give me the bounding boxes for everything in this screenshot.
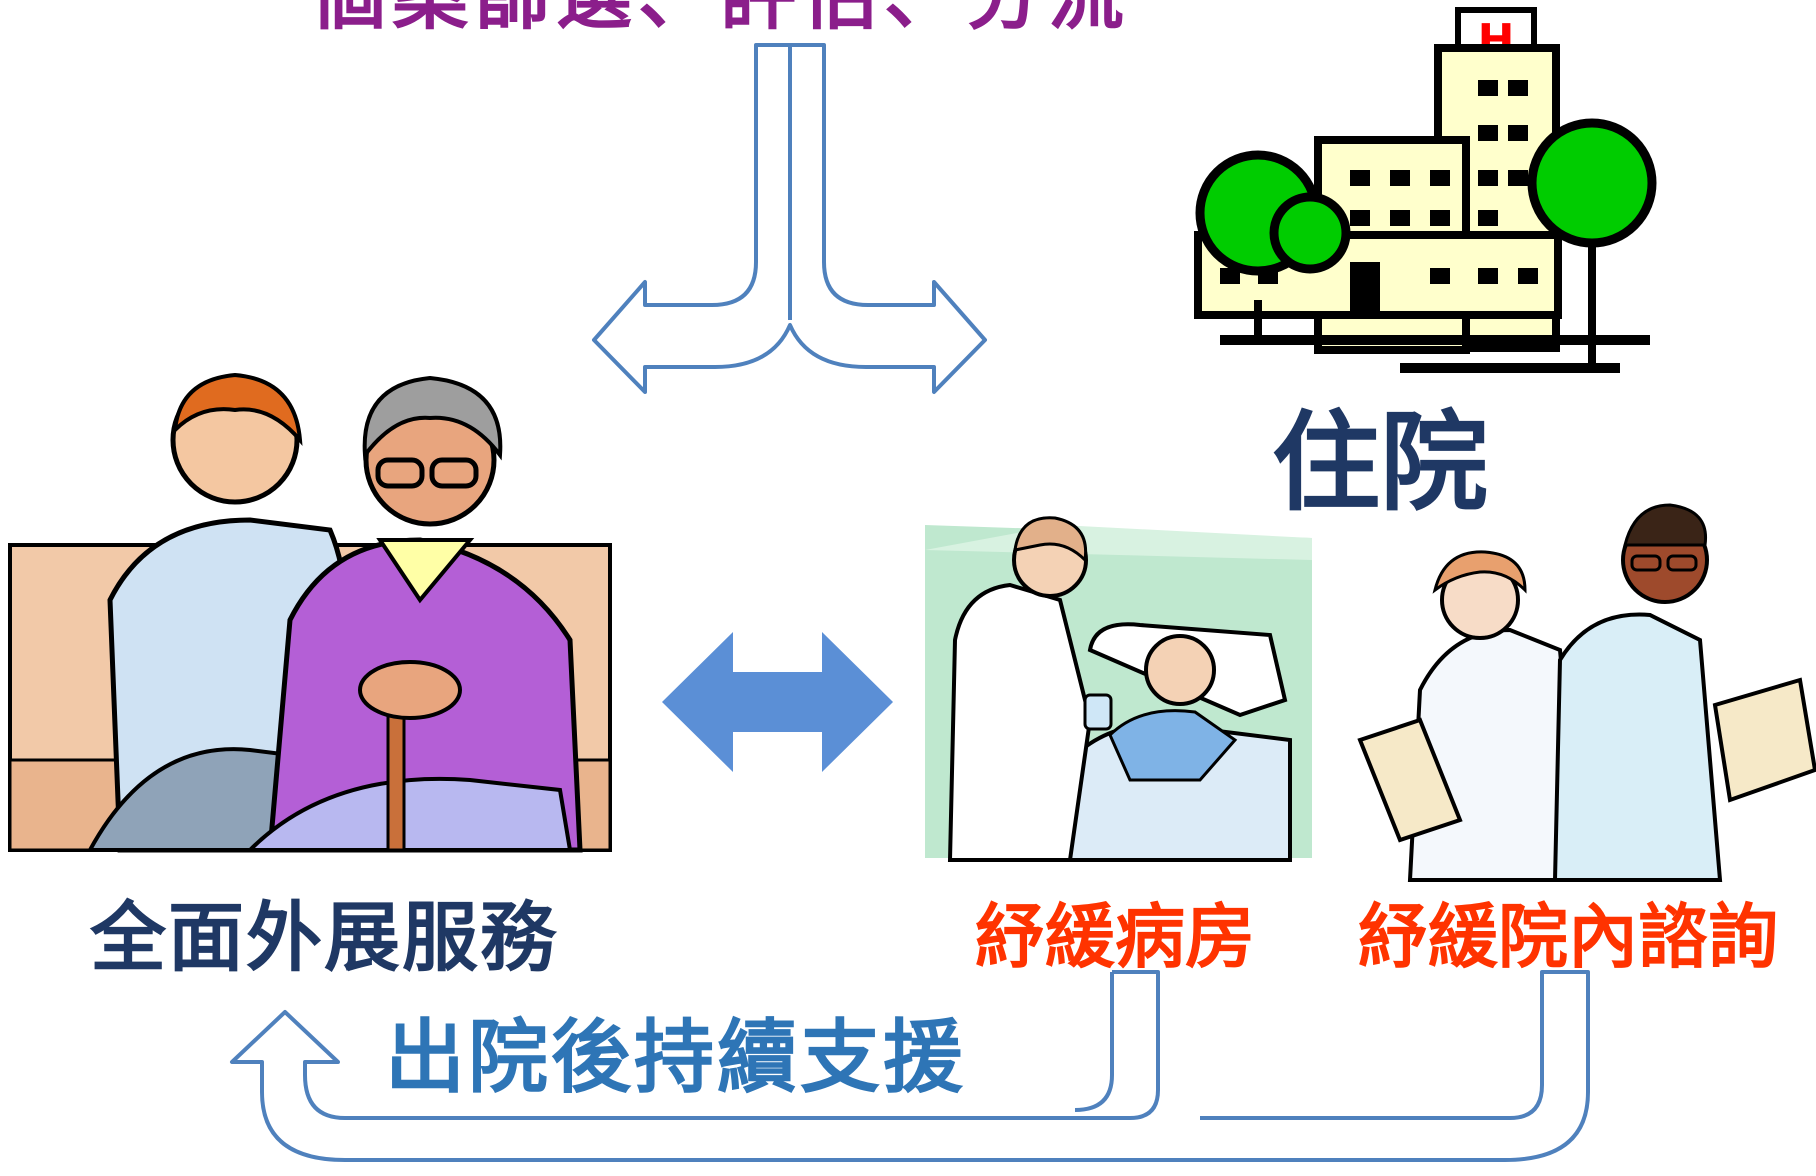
- patient-bed-nurse-icon: [925, 516, 1312, 862]
- consult-label: 紓緩院內諮詢: [1358, 896, 1778, 978]
- elderly-couple-icon: [8, 372, 612, 853]
- return-arrow-inner-edge: [1074, 972, 1114, 1112]
- page-title: 個案篩選、評估、分流: [310, 0, 1130, 34]
- ward-label: 紓緩病房: [975, 896, 1255, 978]
- hospital-label: 住院: [1272, 401, 1489, 526]
- outreach-label: 全面外展服務: [90, 893, 558, 982]
- support-label: 出院後持續支援: [385, 1011, 966, 1104]
- two-way-arrow: [662, 632, 893, 772]
- hospital-building-icon: H: [1194, 7, 1657, 373]
- medical-staff-icon: [1357, 503, 1816, 882]
- return-arrow: [230, 970, 1590, 1162]
